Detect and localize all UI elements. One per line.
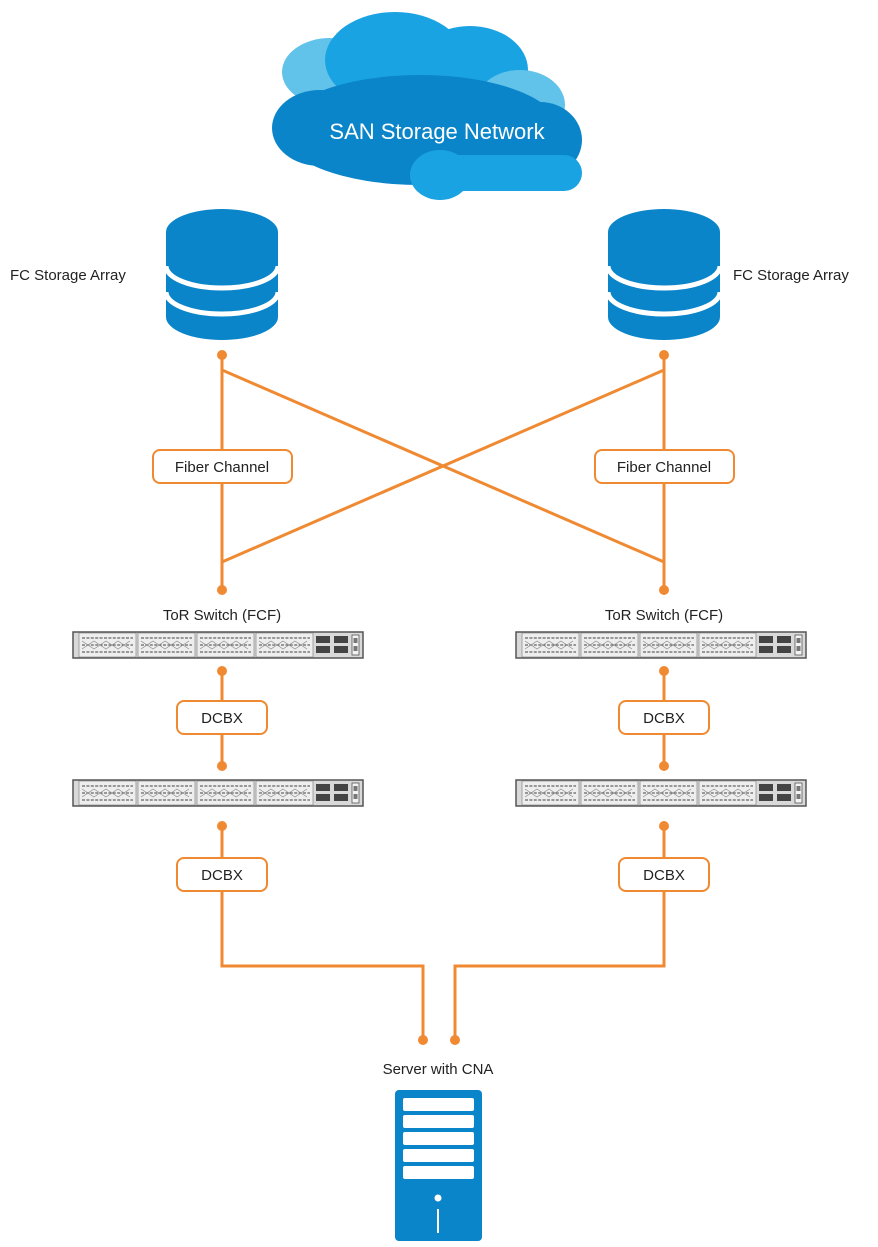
switch-icon (516, 780, 806, 806)
dcbx-label-box: DCBX (618, 857, 710, 892)
fc-label-box-left: Fiber Channel (152, 449, 293, 484)
dcbx-links-upper (220, 671, 666, 766)
database-icon (605, 209, 723, 340)
dcbx-label-box: DCBX (176, 857, 268, 892)
dcbx-links-lower (220, 826, 666, 1040)
server-icon (395, 1090, 482, 1241)
dcbx-upper-dots (217, 666, 669, 771)
tor-switch-label-left: ToR Switch (FCF) (163, 607, 281, 624)
storage-array-label-right: FC Storage Array (733, 267, 849, 284)
dcbx-label-box: DCBX (176, 700, 268, 735)
switch-icon (73, 780, 363, 806)
cloud-icon (272, 12, 582, 200)
dcbx-label: DCBX (201, 710, 243, 727)
fc-links (220, 355, 666, 590)
dcbx-label: DCBX (643, 867, 685, 884)
server-label: Server with CNA (383, 1061, 494, 1078)
switch-icon (73, 632, 363, 658)
dcbx-lower-dots (217, 821, 669, 1045)
fc-label-right: Fiber Channel (617, 459, 711, 476)
tor-switch-label-right: ToR Switch (FCF) (605, 607, 723, 624)
switch-icon (516, 632, 806, 658)
storage-array-label-left: FC Storage Array (10, 267, 126, 284)
dcbx-label: DCBX (201, 867, 243, 884)
fc-connector-dots (217, 350, 669, 595)
fc-label-box-right: Fiber Channel (594, 449, 735, 484)
database-icon (163, 209, 281, 340)
dcbx-label: DCBX (643, 710, 685, 727)
dcbx-label-box: DCBX (618, 700, 710, 735)
fc-link-cross-b (221, 368, 665, 564)
fc-label-left: Fiber Channel (175, 459, 269, 476)
cloud-label: SAN Storage Network (329, 119, 545, 144)
